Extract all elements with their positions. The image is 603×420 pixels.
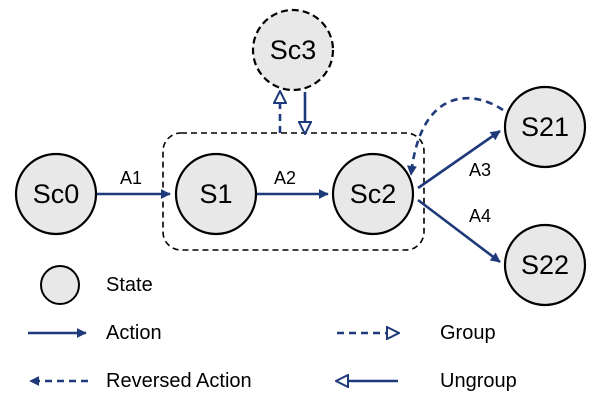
legend-group-label: Group — [440, 322, 496, 344]
reversed-action-arrow — [406, 97, 504, 176]
node-s1-label: S1 — [199, 179, 232, 209]
edge-a4 — [417, 198, 501, 264]
edge-label-a2: A2 — [274, 168, 296, 188]
node-s1: S1 — [174, 152, 258, 236]
legend-state-icon — [40, 265, 80, 305]
legend-state-label: State — [106, 274, 153, 296]
legend-reversed-action-label: Reversed Action — [106, 370, 252, 392]
node-sc0: Sc0 — [14, 152, 98, 236]
legend-action-label: Action — [106, 322, 162, 344]
node-sc2-label: Sc2 — [350, 179, 397, 209]
node-s21-label: S21 — [521, 112, 569, 142]
node-s22: S22 — [503, 223, 587, 307]
edge-label-a4: A4 — [469, 206, 491, 226]
edge-a3 — [417, 129, 501, 190]
node-s21: S21 — [503, 85, 587, 169]
edge-label-a3: A3 — [469, 160, 491, 180]
node-s22-label: S22 — [521, 250, 569, 280]
edge-label-a1: A1 — [120, 168, 142, 188]
legend: State Action Reversed Action Group Ungro… — [28, 265, 517, 392]
node-sc3-label: Sc3 — [270, 35, 317, 65]
node-sc3: Sc3 — [251, 8, 335, 92]
node-sc2: Sc2 — [331, 152, 415, 236]
node-sc0-label: Sc0 — [33, 179, 80, 209]
legend-ungroup-label: Ungroup — [440, 370, 517, 392]
